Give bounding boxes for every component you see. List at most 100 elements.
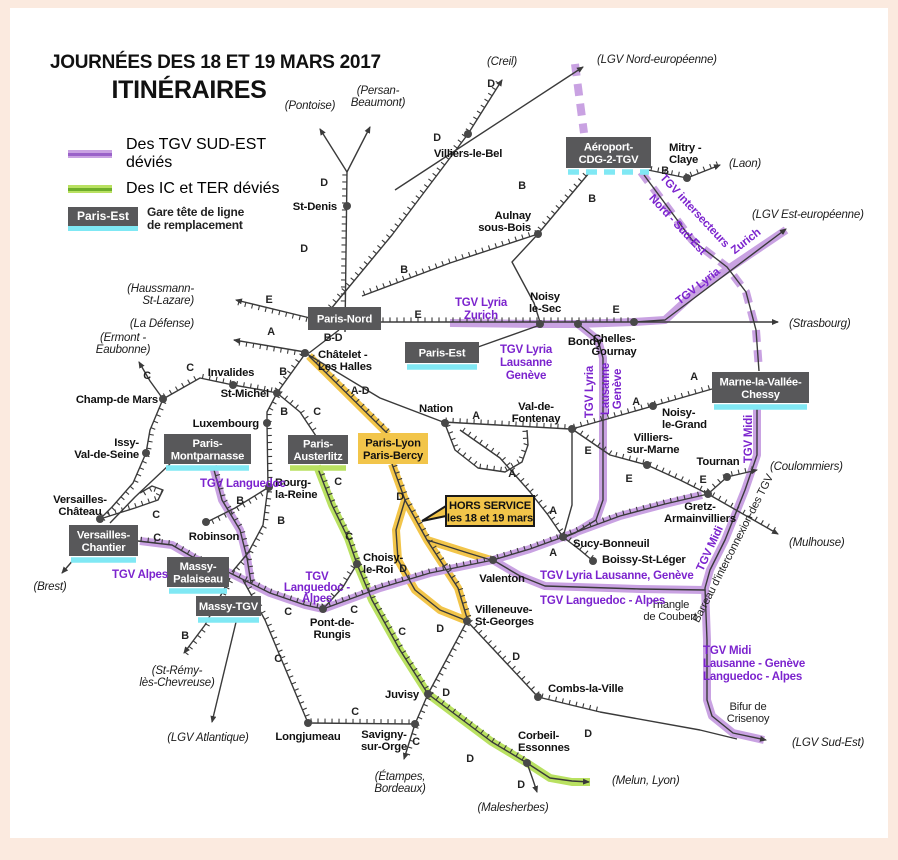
map-label: B bbox=[400, 264, 408, 276]
station-boxes: Paris-NordParis-EstAéroport-CDG-2-TGVMar… bbox=[69, 137, 809, 623]
map-label: (Melun, Lyon) bbox=[612, 775, 680, 787]
legend-item-ic-ter: Des IC et TER déviés bbox=[68, 180, 308, 198]
map-label: C bbox=[274, 653, 282, 665]
map-label: D bbox=[512, 651, 520, 663]
station-dot-aulnay-sous-bois bbox=[534, 230, 542, 238]
map-label: C bbox=[186, 362, 194, 374]
rail-line bbox=[99, 398, 164, 520]
map-label: B-D bbox=[324, 332, 343, 344]
svg-text:Versailles-Chantier: Versailles-Chantier bbox=[77, 529, 131, 554]
map-label: C bbox=[351, 706, 359, 718]
station-box-massy-palaiseau: Massy-Palaiseau bbox=[167, 557, 229, 594]
station-dot-st-denis bbox=[343, 202, 351, 210]
purple-line-swatch-icon bbox=[68, 150, 112, 158]
map-label: C bbox=[412, 736, 420, 748]
legend-label: Gare tête de ligne de remplacement bbox=[147, 206, 244, 231]
map-label: B bbox=[181, 630, 189, 642]
map-label: Boissy-St-Léger bbox=[602, 554, 686, 566]
map-label: St-Michel bbox=[221, 388, 269, 400]
station-dot-st-michel bbox=[273, 389, 281, 397]
rail-line bbox=[344, 171, 348, 333]
station-dot-noisy-le-sec bbox=[536, 320, 544, 328]
map-label: TGV Lyria bbox=[584, 365, 596, 418]
map-label: D bbox=[442, 687, 450, 699]
map-label: E bbox=[699, 474, 706, 486]
svg-text:Paris-Nord: Paris-Nord bbox=[317, 314, 373, 326]
map-label: (LGV Nord-européenne) bbox=[597, 54, 717, 66]
map-label: B bbox=[588, 193, 596, 205]
station-dot-villiers-sur-marne bbox=[643, 461, 651, 469]
legend-desc-line2: de remplacement bbox=[147, 217, 243, 232]
rail-line bbox=[346, 126, 371, 173]
station-dot-choisy-le-roi bbox=[353, 560, 361, 568]
rail-line bbox=[426, 539, 492, 561]
map-header: JOURNÉES DES 18 ET 19 MARS 2017 ITINÉRAI… bbox=[50, 52, 381, 105]
station-dot-bondy bbox=[574, 320, 582, 328]
map-label: D bbox=[517, 779, 525, 791]
station-dot-sucy-bonneuil bbox=[559, 533, 567, 541]
map-label: (La Défense) bbox=[130, 318, 194, 330]
rail-line bbox=[322, 563, 358, 610]
map-label: A bbox=[472, 410, 480, 422]
map-label: Juvisy bbox=[385, 689, 420, 701]
rail-line bbox=[109, 463, 171, 524]
station-box-massy-tgv: Massy-TGV bbox=[196, 596, 261, 623]
rail-line bbox=[361, 172, 590, 297]
map-label: E bbox=[584, 445, 591, 457]
rail-line bbox=[511, 233, 541, 323]
map-label: Gretz-Armainvilliers bbox=[664, 501, 736, 525]
map-label: Chelles-Gournay bbox=[591, 333, 637, 358]
map-label: Noisy-le-Grand bbox=[662, 407, 707, 431]
map-label: Versailles-Château bbox=[53, 494, 107, 518]
rail-line bbox=[526, 762, 590, 785]
station-dot-noisy-le-grand bbox=[649, 402, 657, 410]
station-dot-savigny-sur-orge bbox=[411, 720, 419, 728]
map-label: E bbox=[414, 309, 421, 321]
map-label: Mitry -Claye bbox=[669, 142, 702, 166]
station-dot-val-de-fontenay bbox=[568, 425, 576, 433]
svg-text:Aéroport-CDG-2-TGV: Aéroport-CDG-2-TGV bbox=[579, 141, 639, 166]
rail-line bbox=[633, 228, 787, 323]
page-subtitle: ITINÉRAIRES bbox=[111, 76, 267, 104]
map-label: A bbox=[267, 326, 275, 338]
rail-line bbox=[329, 79, 503, 311]
station-box-paris-est: Paris-Est bbox=[405, 342, 479, 370]
station-dot-bourg-la-reine bbox=[265, 483, 273, 491]
station-box-paris-nord: Paris-Nord bbox=[308, 307, 381, 330]
map-label: TGV Languedoc - Alpes bbox=[540, 595, 665, 607]
rail-line bbox=[319, 128, 348, 173]
map-label: Longjumeau bbox=[275, 731, 340, 743]
rail-line bbox=[643, 174, 760, 372]
station-dot-robinson bbox=[202, 518, 210, 526]
map-label: C bbox=[313, 406, 321, 418]
rail-line bbox=[562, 323, 604, 539]
map-label: C bbox=[152, 509, 160, 521]
map-label: D bbox=[320, 177, 328, 189]
map-label: E bbox=[265, 294, 272, 306]
map-label: (Ermont -Eaubonne) bbox=[96, 332, 151, 356]
map-label: Villiers-sur-Marne bbox=[627, 432, 680, 456]
legend-label: Des TGV SUD-EST déviés bbox=[126, 136, 266, 171]
map-label: C bbox=[334, 476, 342, 488]
map-label: TGV Languedoc bbox=[200, 478, 286, 490]
map-label: Pont-de-Rungis bbox=[310, 617, 355, 641]
station-dot-versailles-chateau bbox=[96, 515, 104, 523]
svg-text:Paris-Montparnasse: Paris-Montparnasse bbox=[171, 438, 244, 463]
map-label: C bbox=[345, 531, 353, 543]
legend-item-tgv-sud-est: Des TGV SUD-EST déviés bbox=[68, 136, 308, 172]
map-label: Choisy-le-Roi bbox=[363, 552, 403, 576]
legend-item-replacement-station: Paris-Est Gare tête de ligne de remplace… bbox=[68, 206, 308, 231]
rail-line bbox=[308, 329, 340, 354]
rail-line bbox=[308, 355, 389, 435]
map-label: TGV Lyria Lausanne, Genève bbox=[540, 570, 694, 582]
svg-text:Massy-Palaiseau: Massy-Palaiseau bbox=[173, 561, 223, 586]
rail-line bbox=[395, 499, 466, 621]
map-label: (Pontoise) bbox=[285, 100, 336, 112]
map-label: B bbox=[661, 165, 669, 177]
station-dot-luxembourg bbox=[263, 419, 271, 427]
map-label: D bbox=[300, 243, 308, 255]
